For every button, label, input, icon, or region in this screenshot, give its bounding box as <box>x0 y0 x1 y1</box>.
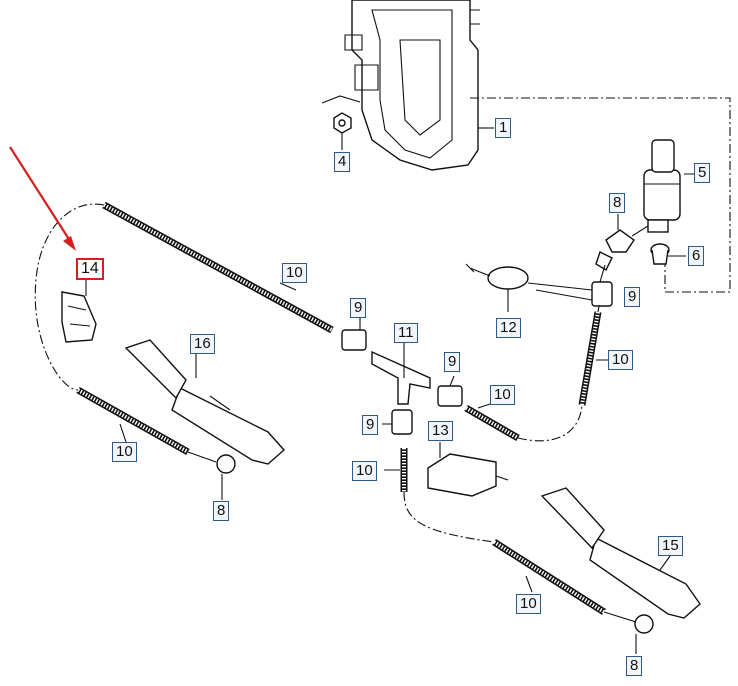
annotation-arrow <box>9 146 76 251</box>
callout-10-left: 10 <box>112 442 137 462</box>
bracket <box>61 280 97 343</box>
callout-8-bottom: 8 <box>626 656 643 676</box>
washer-nozzle-left <box>124 339 285 500</box>
callout-9-top: 9 <box>350 298 367 318</box>
nut <box>321 95 361 150</box>
hose-segments <box>76 201 606 615</box>
reservoir-link <box>470 97 731 293</box>
callout-16: 16 <box>190 334 215 354</box>
hose-route <box>34 203 105 391</box>
callout-11: 11 <box>394 323 418 343</box>
callout-10-bottom: 10 <box>516 594 541 614</box>
control-unit <box>427 442 509 497</box>
callout-10-mid: 10 <box>490 385 515 405</box>
callout-9-right: 9 <box>624 287 641 307</box>
callout-9-mid: 9 <box>444 352 461 372</box>
callout-8-pump: 8 <box>609 193 626 213</box>
hose-sleeves <box>341 281 613 435</box>
callout-13: 13 <box>428 421 453 441</box>
callout-8-left: 8 <box>213 501 230 521</box>
callout-1: 1 <box>495 118 512 138</box>
washer-nozzle-right <box>540 487 701 654</box>
callout-15: 15 <box>658 536 683 556</box>
cable-tie <box>465 263 593 312</box>
washer-pump <box>643 139 694 233</box>
washer-reservoir <box>344 0 494 171</box>
callout-14: 14 <box>76 258 104 280</box>
callout-12: 12 <box>496 318 521 338</box>
callout-10-center: 10 <box>352 461 377 481</box>
grommet <box>650 243 686 265</box>
elbow-connector <box>595 214 649 271</box>
callout-9-lower: 9 <box>362 415 379 435</box>
callout-10-right: 10 <box>608 350 633 370</box>
callout-5: 5 <box>694 163 711 183</box>
leader-lines <box>119 282 608 593</box>
callout-6: 6 <box>688 246 705 266</box>
callout-4: 4 <box>334 152 351 172</box>
t-piece <box>371 340 431 405</box>
callout-10-top: 10 <box>282 263 307 283</box>
